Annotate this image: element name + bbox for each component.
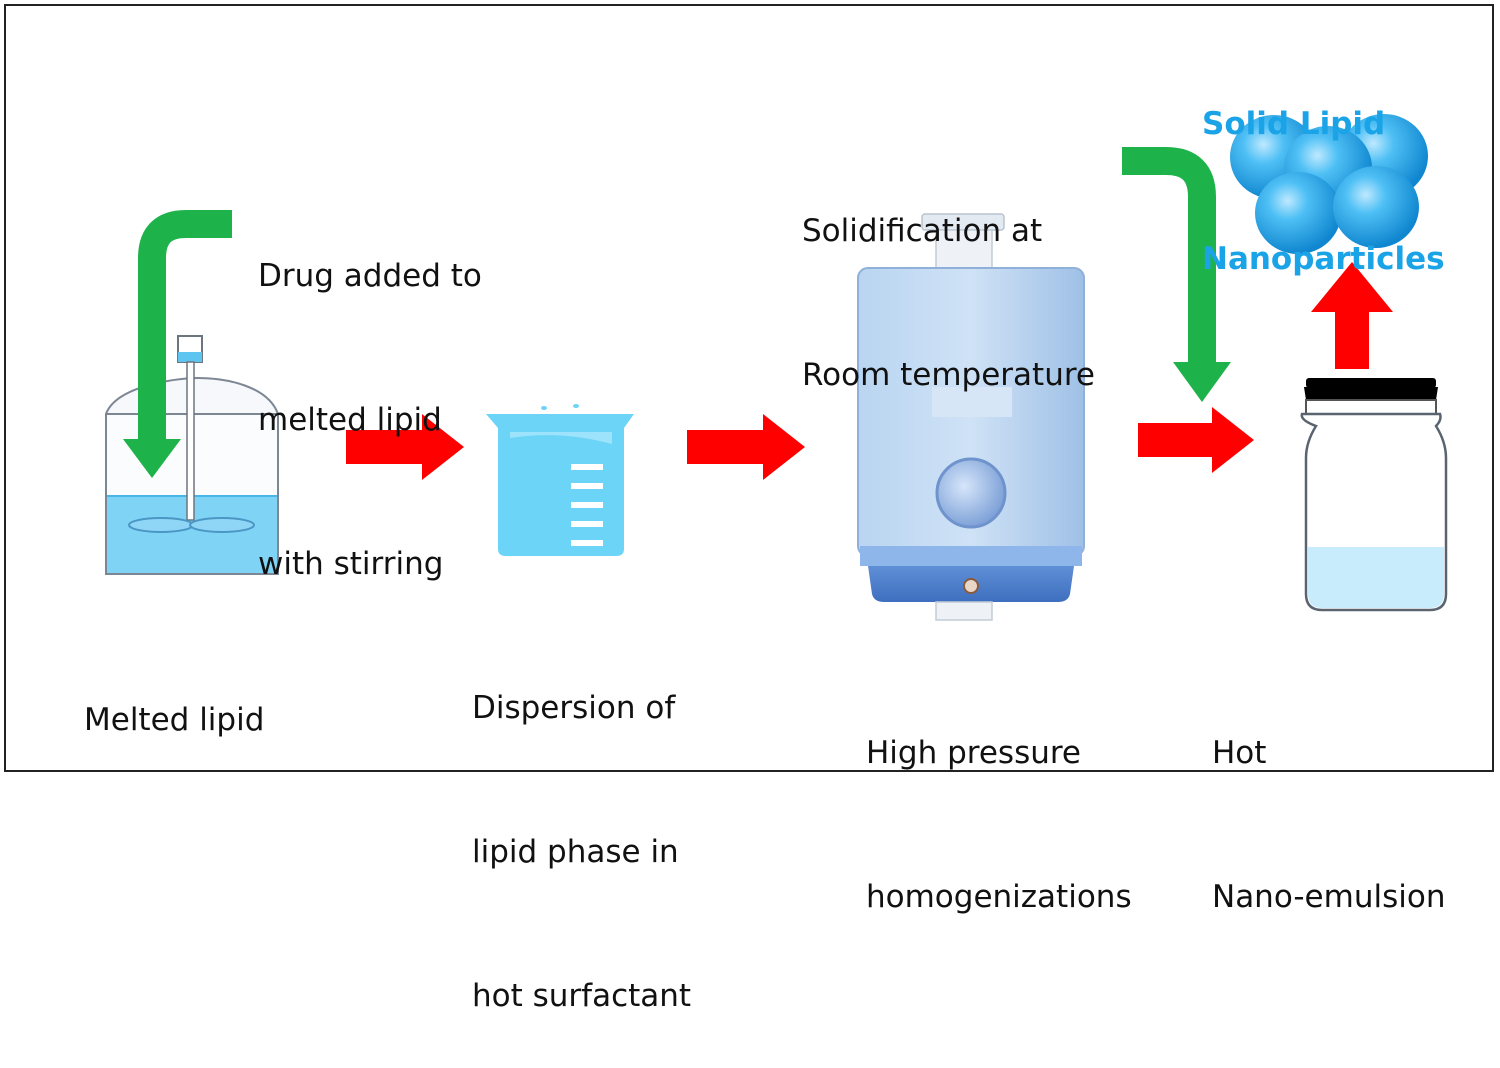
flow-arrow-2 <box>687 414 805 480</box>
nano-emulsion-label: Hot Nano-emulsion <box>1212 633 1445 969</box>
process-illustration <box>105 114 1448 621</box>
nanoparticles-title: Solid Lipid Nanoparticles <box>1202 12 1445 327</box>
nanoparticles-title-line: Nanoparticles <box>1202 241 1445 277</box>
dispersion-line: Dispersion of <box>472 690 676 726</box>
flow-arrow-up <box>1311 262 1393 369</box>
melted-lipid-vessel <box>105 335 279 575</box>
nano-emulsion-vial <box>1300 378 1448 612</box>
flow-arrow-1 <box>346 414 464 480</box>
melted-lipid-line: Melted lipid <box>84 702 265 738</box>
drug-added-line: with stirring <box>258 546 444 582</box>
homogenization-line: High pressure <box>866 735 1082 771</box>
high-pressure-homogenizer <box>857 213 1085 621</box>
solidification-line: Room temperature <box>802 357 1095 393</box>
diagram-frame: Drug added to melted lipid with stirring… <box>4 4 1494 1014</box>
homogenization-line: homogenizations <box>866 879 1132 915</box>
drug-added-line: Drug added to <box>258 258 482 294</box>
stirrer-blade <box>128 517 194 533</box>
homogenizer-knob <box>935 457 1007 529</box>
nano-emulsion-line: Hot <box>1212 735 1267 771</box>
solidification-arrow <box>1122 147 1231 402</box>
nanoparticles-cluster <box>1230 114 1428 254</box>
nanoparticle <box>1333 166 1419 248</box>
homogenization-label: High pressure homogenizations <box>866 633 1132 969</box>
nano-emulsion-line: Nano-emulsion <box>1212 879 1446 915</box>
drug-added-line: melted lipid <box>258 402 442 438</box>
nanoparticles-title-line: Solid Lipid <box>1202 106 1386 142</box>
melted-lipid-label: Melted lipid <box>84 600 264 792</box>
surfactant-beaker <box>486 404 634 556</box>
solidification-line: Solidification at <box>802 213 1043 249</box>
dispersion-line: lipid phase in <box>472 834 679 870</box>
drug-input-arrow <box>123 210 232 478</box>
flow-arrow-3 <box>1138 407 1254 473</box>
drug-added-label: Drug added to melted lipid with stirring <box>258 156 482 636</box>
nanoparticle <box>1255 172 1341 254</box>
dispersion-line: hot surfactant <box>472 978 692 1014</box>
stirrer-shaft <box>186 361 195 521</box>
solidification-label: Solidification at Room temperature <box>802 111 1095 447</box>
dispersion-label: Dispersion of lipid phase in hot surfact… <box>472 588 691 1068</box>
